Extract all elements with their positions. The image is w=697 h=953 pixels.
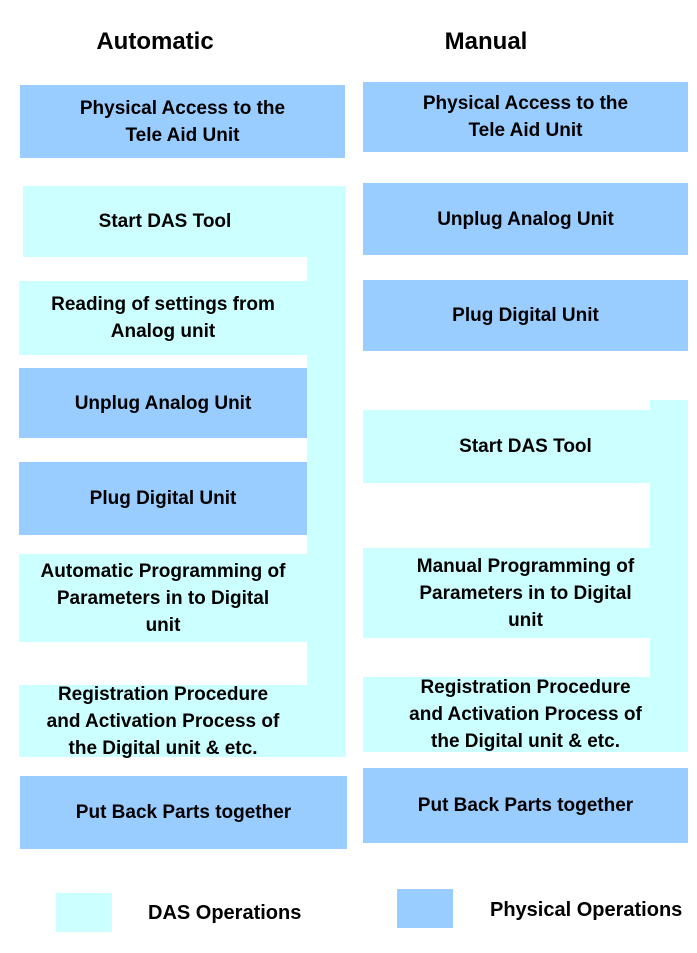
step-box-manual-put-back-parts: Put Back Parts together	[363, 768, 688, 843]
step-box-auto-plug-digital: Plug Digital Unit	[19, 462, 307, 535]
step-box-auto-start-das-tool: Start DAS Tool	[23, 186, 346, 257]
step-box-manual-registration: Registration Procedure and Activation Pr…	[363, 677, 688, 752]
legend-label-das-operations: DAS Operations	[148, 902, 302, 924]
step-box-manual-programming: Manual Programming of Parameters in to D…	[363, 548, 688, 638]
step-box-auto-unplug-analog: Unplug Analog Unit	[19, 368, 307, 438]
step-box-auto-reading-settings: Reading of settings from Analog unit	[19, 281, 346, 355]
column-title-automatic: Automatic	[96, 28, 214, 55]
legend-swatch-das-operations	[56, 893, 112, 932]
das-region-connector-automatic	[307, 186, 346, 757]
column-title-manual: Manual	[444, 28, 528, 55]
step-box-auto-put-back-parts: Put Back Parts together	[20, 776, 347, 849]
step-box-manual-plug-digital: Plug Digital Unit	[363, 280, 688, 351]
step-box-auto-programming: Automatic Programming of Parameters in t…	[19, 554, 346, 642]
legend-swatch-physical-operations	[397, 889, 453, 928]
step-box-auto-physical-access: Physical Access to the Tele Aid Unit	[20, 85, 345, 158]
step-box-manual-start-das-tool: Start DAS Tool	[363, 410, 688, 483]
step-box-auto-registration: Registration Procedure and Activation Pr…	[19, 684, 346, 759]
step-box-manual-unplug-analog: Unplug Analog Unit	[363, 183, 688, 255]
legend-label-physical-operations: Physical Operations	[490, 899, 683, 921]
step-box-manual-physical-access: Physical Access to the Tele Aid Unit	[363, 82, 688, 152]
